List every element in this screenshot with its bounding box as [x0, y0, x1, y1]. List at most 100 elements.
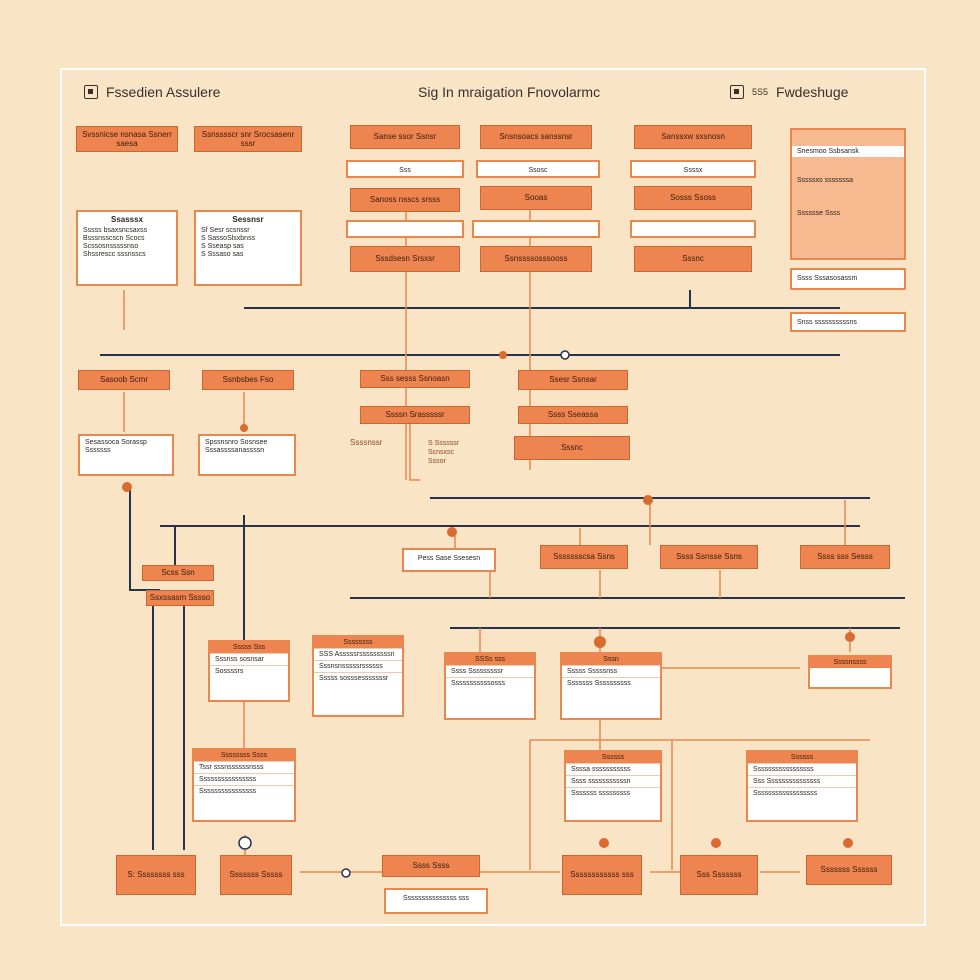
- detail-row: Sf Sesr scsnssr: [201, 227, 250, 235]
- node-a6[interactable]: Ssxssasm Sssso: [146, 590, 214, 606]
- node-b1-bottom[interactable]: Sanoss nsscs srsss: [350, 188, 460, 212]
- card-4[interactable]: Sssn Sssss Sssssnss Sssssss Ssssssssss: [560, 652, 662, 720]
- card-row: Ssssssssssssssss: [194, 785, 294, 797]
- detail-row: Spssnsnro Sosnsee: [205, 439, 268, 446]
- node-b2-sub[interactable]: Ssosc: [476, 160, 600, 178]
- header-right: 5S5 Fwdeshuge: [730, 84, 848, 100]
- node-b5-bar: [472, 220, 600, 238]
- card-row: Sssssss sssssssss: [566, 787, 660, 799]
- lower-box-2[interactable]: Ssssssscsa Ssns: [540, 545, 628, 569]
- card-8-head: Ssssss: [748, 752, 856, 763]
- card-2[interactable]: Ssssssss SSS Asssssrsssssssssn Sssnsnsss…: [312, 635, 404, 717]
- node-b3[interactable]: Sanssxw sxsnosn: [634, 125, 752, 149]
- mid-label-2-line: S Ssssssr: [428, 440, 460, 447]
- node-b1-sub[interactable]: Sss: [346, 160, 464, 178]
- node-m4[interactable]: Ssss Sseassa: [518, 406, 628, 424]
- card-6[interactable]: Ssssssss Ssss Tssr sssnssssssnsss Ssssss…: [192, 748, 296, 822]
- detail-box-a2[interactable]: Sessnsr Sf Sesr scsnssr S SassoSlsxbnss …: [194, 210, 302, 286]
- card-3[interactable]: SSSs sss Ssss Sssssssssr Sssssssssssosss: [444, 652, 536, 720]
- node-m3[interactable]: Ssesr Ssnsar: [518, 370, 628, 390]
- detail-box-a1[interactable]: Ssasssx Sssss bsaxsncsaxss Bsssnsscscn S…: [76, 210, 178, 286]
- detail-row: S Sssaso sas: [201, 251, 244, 259]
- detail-box-a1-title: Ssasssx: [110, 215, 144, 224]
- detail-row: Sssss bsaxsncsaxss: [83, 227, 148, 235]
- bottom-box-6[interactable]: Sssssss Ssssss: [806, 855, 892, 885]
- card-row: Sossssrs: [210, 665, 288, 677]
- node-b2-bottom[interactable]: Sooas: [480, 186, 592, 210]
- bottom-box-3[interactable]: Ssss Ssss: [382, 855, 480, 877]
- node-b1-label: Sanse ssor Ssnsr: [373, 132, 437, 142]
- detail-row: Bsssnsscscn Scocs: [83, 235, 145, 243]
- card-row: Sssssss Ssssssssss: [562, 677, 660, 689]
- card-1[interactable]: Sssss Sss Sssnss sosnsar Sossssrs: [208, 640, 290, 702]
- bottom-box-1[interactable]: S: Ssssssss sss: [116, 855, 196, 895]
- bottom-box-2[interactable]: Sssssss Sssss: [220, 855, 292, 895]
- card-row: Ssssssssssssssss: [194, 773, 294, 785]
- bottom-box-4[interactable]: Ssssssssssss sss: [562, 855, 642, 895]
- lower-box-3[interactable]: Ssss Ssnsse Ssns: [660, 545, 758, 569]
- header-center-title: Sig In mraigation Fnovolarmc: [418, 84, 601, 100]
- node-b5-label: Ssnssssosssooss: [504, 254, 568, 264]
- card-row: Sssssssssssssssss: [748, 763, 856, 775]
- node-a2[interactable]: Ssnsssscr snr Srocsasenr sssr: [194, 126, 302, 152]
- node-b3-sub[interactable]: Ssssx: [630, 160, 756, 178]
- card-3-head: SSSs sss: [446, 654, 534, 665]
- card-row: SSS Asssssrsssssssssn: [314, 648, 402, 660]
- node-m1[interactable]: Sss sesss Ssnoasn: [360, 370, 470, 388]
- diagram-frame: [60, 68, 926, 926]
- mid-label-2: S Ssssssr Scnsxsc Sssor: [428, 440, 459, 466]
- bottom-footer-box[interactable]: Sssssssssssssss sss: [384, 888, 488, 914]
- card-5-head: Ssssnssss: [810, 657, 890, 668]
- card-row: Ssss sssssssssssn: [566, 775, 660, 787]
- detail-row: Sssassssanassssn: [205, 447, 265, 455]
- node-b2[interactable]: Snsnsoacs sanssnsr: [480, 125, 592, 149]
- node-b2-bottom-label: Sooas: [524, 193, 548, 203]
- node-b3-sub-label: Ssssx: [683, 167, 703, 174]
- detail-row: S SassoSlsxbnss: [201, 235, 256, 243]
- lower-box-1[interactable]: Pess Sase Ssesesn: [402, 548, 496, 572]
- node-b4[interactable]: Sssdsesn Srsxsr: [350, 246, 460, 272]
- card-8[interactable]: Ssssss Sssssssssssssssss Sss Sssssssssss…: [746, 750, 858, 822]
- right-panel[interactable]: Snesmoo Ssbsansk Sssssxs sssssssa Ssssss…: [790, 128, 906, 260]
- detail-row: S Sseasp sas: [201, 243, 244, 251]
- node-b4-label: Sssdsesn Srsxsr: [375, 254, 435, 264]
- node-a1[interactable]: Svssnicse nsnasa Ssnerr saesa: [76, 126, 178, 152]
- detail-box-a2-title: Sessnsr: [232, 215, 264, 224]
- right-box-2[interactable]: Snss ssssssssssns: [790, 312, 906, 332]
- node-b1-bottom-label: Sanoss nsscs srsss: [369, 195, 441, 205]
- card-row: Ssssa sssssssssss: [566, 763, 660, 775]
- detail-box-a4[interactable]: Spssnsnro Sosnsee Sssassssanassssn: [198, 434, 296, 476]
- detail-row: Shssrescc sssnsscs: [83, 251, 146, 259]
- card-5[interactable]: Ssssnssss: [808, 655, 892, 689]
- mid-label-2-line: Scnsxsc: [428, 448, 455, 456]
- card-7-head: Ssssss: [566, 752, 660, 763]
- node-m5[interactable]: Sssnc: [514, 436, 630, 460]
- node-m2[interactable]: Ssssn Srasssssr: [360, 406, 470, 424]
- node-a4[interactable]: Ssnbsbes Fso: [202, 370, 294, 390]
- node-b5[interactable]: Ssnssssosssooss: [480, 246, 592, 272]
- document-icon: [84, 85, 98, 99]
- header-right-title: Fwdeshuge: [776, 84, 849, 100]
- card-row: Sss Sssssssssssssss: [748, 775, 856, 787]
- node-a5[interactable]: Scss Ssn: [142, 565, 214, 581]
- node-b3-bottom[interactable]: Sosss Ssoss: [634, 186, 752, 210]
- right-panel-row: Sssssxs sssssssa: [792, 175, 904, 186]
- card-7[interactable]: Ssssss Ssssa sssssssssss Ssss ssssssssss…: [564, 750, 662, 822]
- node-b1[interactable]: Sanse ssor Ssnsr: [350, 125, 460, 149]
- card-row: Ssss Sssssssssr: [446, 665, 534, 677]
- bottom-box-5[interactable]: Sss Sssssss: [680, 855, 758, 895]
- right-box-1[interactable]: Ssss Sssasosassm: [790, 268, 906, 290]
- node-b3-bottom-label: Sosss Ssoss: [670, 193, 716, 203]
- card-row: Ssssssssssssssssss: [748, 787, 856, 799]
- card-6-head: Ssssssss Ssss: [194, 750, 294, 761]
- node-b4-bar: [346, 220, 464, 238]
- header-left-title: Fssedien Assulere: [106, 84, 221, 100]
- detail-box-a3[interactable]: Sesassoca Sorassp Sssssss: [78, 434, 174, 476]
- lower-box-4[interactable]: Ssss sss Sesss: [800, 545, 890, 569]
- node-a3[interactable]: Sasoob Scmr: [78, 370, 170, 390]
- right-box-1-label: Ssss Sssasosassm: [797, 275, 858, 282]
- detail-row: Sssssss: [85, 447, 111, 455]
- node-b2-label: Snsnsoacs sanssnsr: [499, 132, 573, 142]
- calendar-icon: [730, 85, 744, 99]
- node-b6[interactable]: Sssnc: [634, 246, 752, 272]
